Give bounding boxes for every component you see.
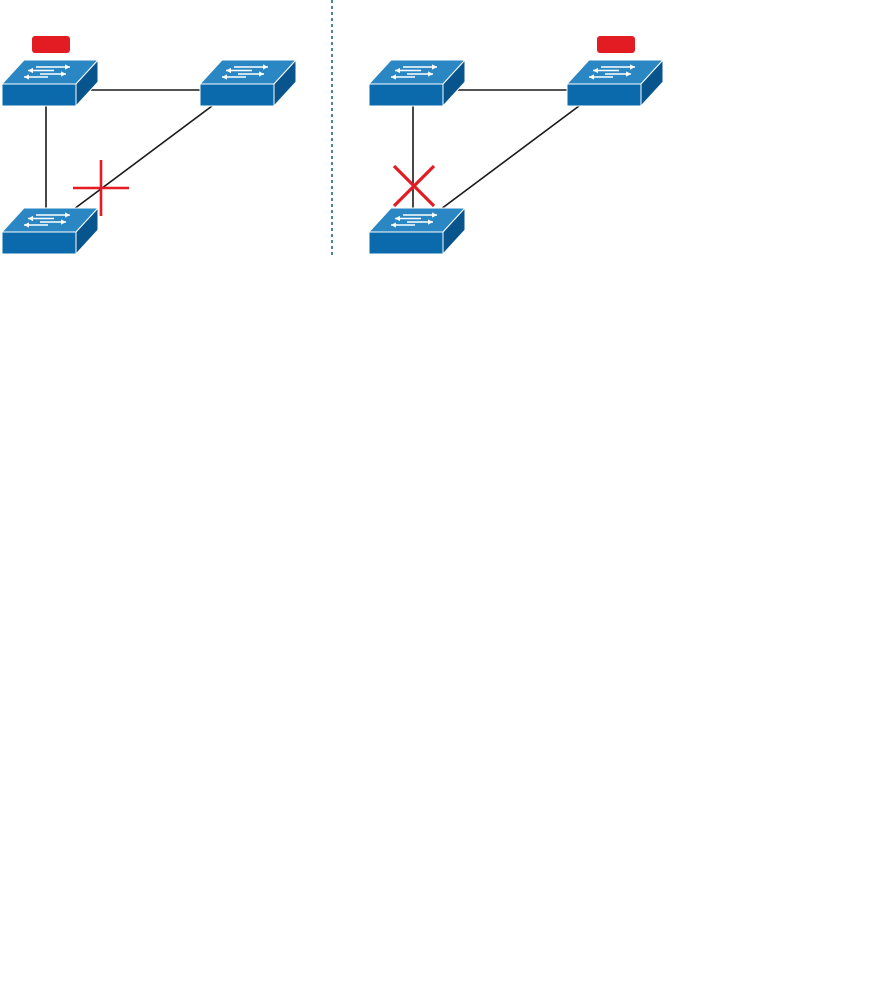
root-bridge-badge-icon [597, 36, 635, 53]
network-switch-icon [2, 208, 98, 254]
network-switch-icon [369, 208, 465, 254]
switch-front-face [567, 84, 641, 106]
active-link [437, 106, 579, 212]
network-switch-icon [369, 60, 465, 106]
switch-front-face [2, 84, 76, 106]
network-switch-icon [200, 60, 296, 106]
switch-front-face [369, 232, 443, 254]
blocked-link [70, 106, 212, 212]
links-layer [46, 90, 579, 212]
switch-front-face [369, 84, 443, 106]
network-switch-icon [567, 60, 663, 106]
switch-front-face [2, 232, 76, 254]
blocked-port-icon [394, 166, 434, 206]
network-switch-icon [2, 60, 98, 106]
root-bridge-badge-icon [32, 36, 70, 53]
switch-front-face [200, 84, 274, 106]
